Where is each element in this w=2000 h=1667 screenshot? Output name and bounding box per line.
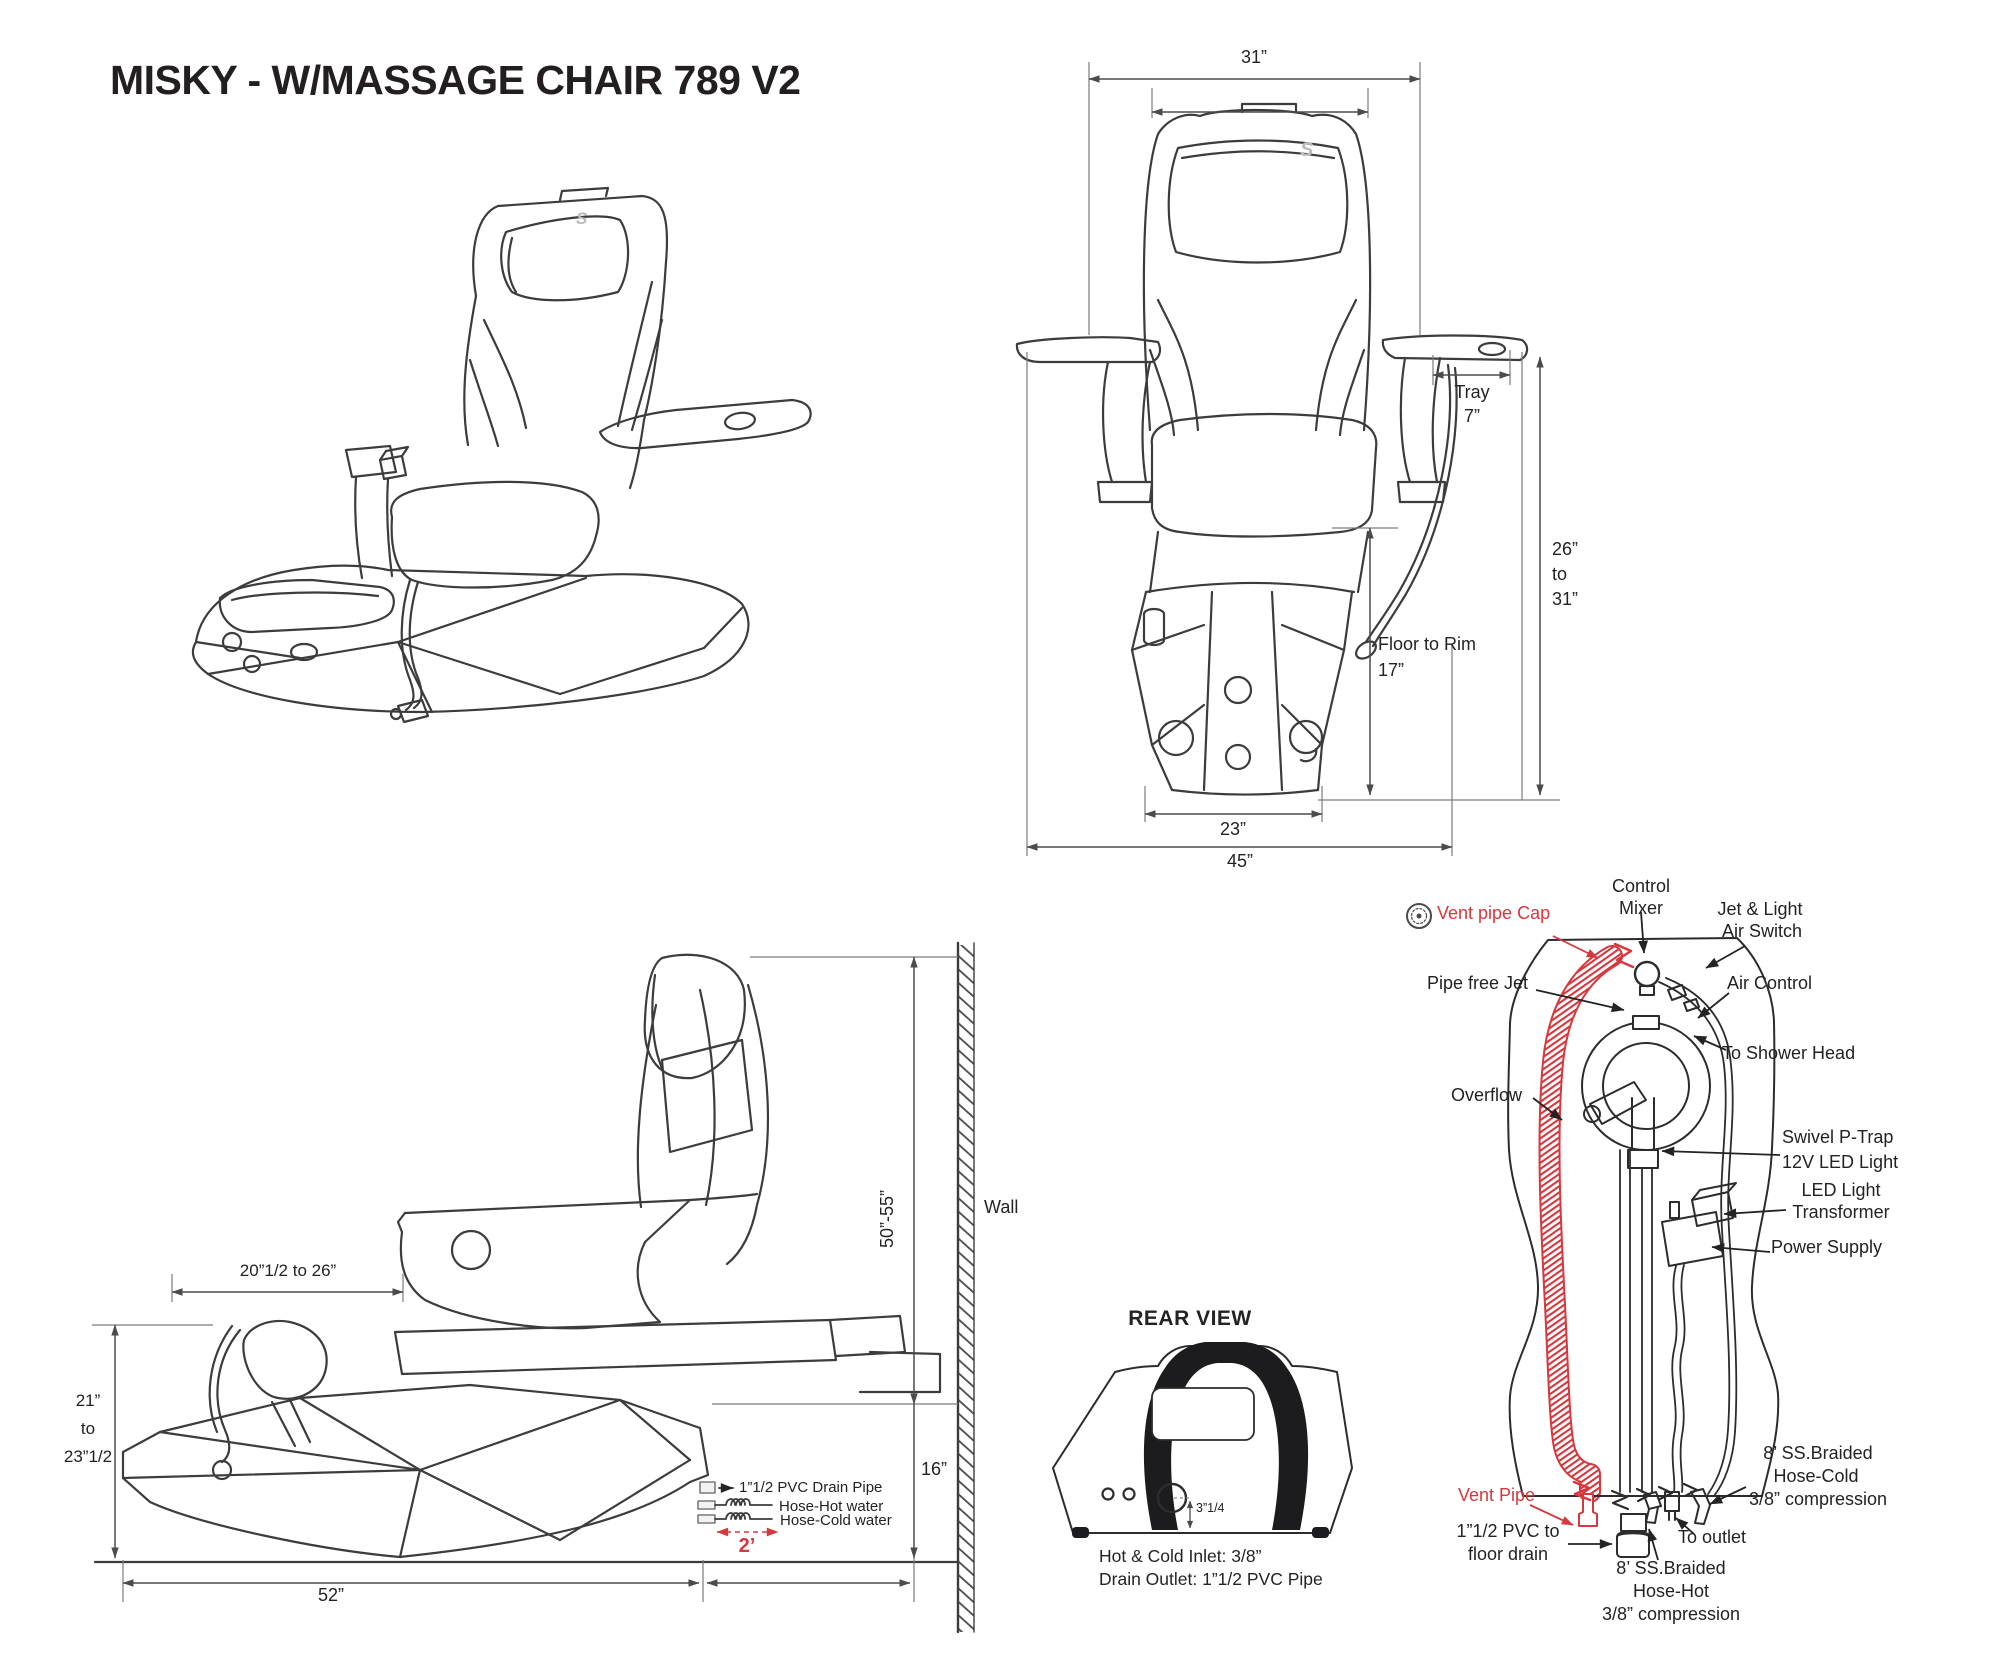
dim-base-width: 23” <box>1219 819 1247 839</box>
dim-base-length: 52” <box>317 1585 345 1605</box>
hose-hot-spec-3: 3/8” compression <box>1601 1604 1741 1624</box>
plumbing-leaders <box>1529 911 1787 1561</box>
vent-pipe-cap-icon <box>1406 903 1432 929</box>
vent-pipe-cap-label: Vent pipe Cap <box>1437 903 1551 923</box>
led-light-label: 12V LED Light <box>1782 1152 1899 1172</box>
rear-view-title: REAR VIEW <box>1128 1307 1252 1330</box>
dim-overall-width: 31” <box>1240 47 1268 67</box>
dim-footrest-height-2: to <box>80 1419 96 1438</box>
to-shower-head-label: To Shower Head <box>1722 1043 1856 1063</box>
brand-logo-perspective: S <box>576 209 588 228</box>
dim-tray-label: Tray <box>1454 382 1490 402</box>
hose-cold-spec-2: Hose-Cold <box>1773 1466 1859 1486</box>
dim-tray-value: 7” <box>1463 406 1481 426</box>
hose-cold-spec-3: 3/8” compression <box>1748 1489 1888 1509</box>
dim-base-height: 16” <box>921 1459 948 1479</box>
dim-seat-height-1: 26” <box>1552 539 1579 559</box>
perspective-view-drawing <box>191 186 812 724</box>
hose-cold-spec-1: 8’ SS.Braided <box>1763 1443 1873 1463</box>
dim-floor-to-rim-value: 17” <box>1378 660 1405 680</box>
overflow-label: Overflow <box>1451 1085 1523 1105</box>
dim-floor-to-rim-label: Floor to Rim <box>1378 634 1477 654</box>
hose-hot-label: Hose-Hot water <box>779 1498 884 1515</box>
dim-footrest-height-1: 21” <box>75 1391 101 1410</box>
pvc-floor-drain-label-1: 1”1/2 PVC to <box>1456 1521 1560 1541</box>
front-view-dimensions <box>1026 62 1560 856</box>
hose-hot-spec-1: 8’ SS.Braided <box>1616 1558 1726 1578</box>
dim-footrest-height-3: 23”1/2 <box>63 1447 113 1466</box>
pipe-free-jet-label: Pipe free Jet <box>1427 973 1529 993</box>
vent-pipe-label: Vent Pipe <box>1458 1485 1536 1505</box>
pvc-floor-drain-label-2: floor drain <box>1467 1544 1549 1564</box>
jet-light-switch-label-2: Air Switch <box>1721 921 1803 941</box>
jet-light-switch-label-1: Jet & Light <box>1717 899 1803 919</box>
power-supply-label: Power Supply <box>1771 1237 1883 1257</box>
dim-overall-footprint: 45” <box>1226 851 1254 871</box>
dim-height-range: 50”-55” <box>877 1189 897 1248</box>
swivel-p-trap-label: Swivel P-Trap <box>1782 1127 1894 1147</box>
plumbing-diagram-drawing <box>1406 903 1780 1558</box>
dim-wall-clearance: 2’ <box>738 1535 756 1557</box>
brand-logo-front: S <box>1300 139 1314 161</box>
air-control-label: Air Control <box>1727 973 1813 993</box>
control-mixer-label-1: Control <box>1611 876 1671 896</box>
dim-seat-depth: 20”1/2 to 26” <box>239 1261 337 1280</box>
to-outlet-label: To outlet <box>1678 1527 1747 1547</box>
side-view-drawing <box>93 941 975 1634</box>
dim-seat-height-3: 31” <box>1552 589 1579 609</box>
vent-pipe-band <box>1538 945 1623 1503</box>
hose-cold-label: Hose-Cold water <box>780 1512 892 1529</box>
drain-outlet-caption: Drain Outlet: 1”1/2 PVC Pipe <box>1099 1569 1323 1589</box>
led-transformer-label-2: Transformer <box>1792 1202 1890 1222</box>
dim-drain-offset: 3”1/4 <box>1196 1501 1225 1515</box>
side-view-dimensions <box>92 956 958 1602</box>
dim-seat-height-2: to <box>1552 564 1568 584</box>
led-transformer-label-1: LED Light <box>1801 1180 1881 1200</box>
rear-view-drawing <box>1052 1342 1353 1538</box>
hose-hot-spec-2: Hose-Hot <box>1632 1581 1710 1601</box>
wall-label: Wall <box>984 1197 1019 1217</box>
drain-pipe-label: 1”1/2 PVC Drain Pipe <box>739 1479 883 1496</box>
inlet-caption: Hot & Cold Inlet: 3/8” <box>1099 1546 1262 1566</box>
control-mixer-label-2: Mixer <box>1619 898 1663 918</box>
front-view-drawing <box>1015 102 1529 796</box>
page-title: MISKY - W/MASSAGE CHAIR 789 V2 <box>110 57 801 103</box>
